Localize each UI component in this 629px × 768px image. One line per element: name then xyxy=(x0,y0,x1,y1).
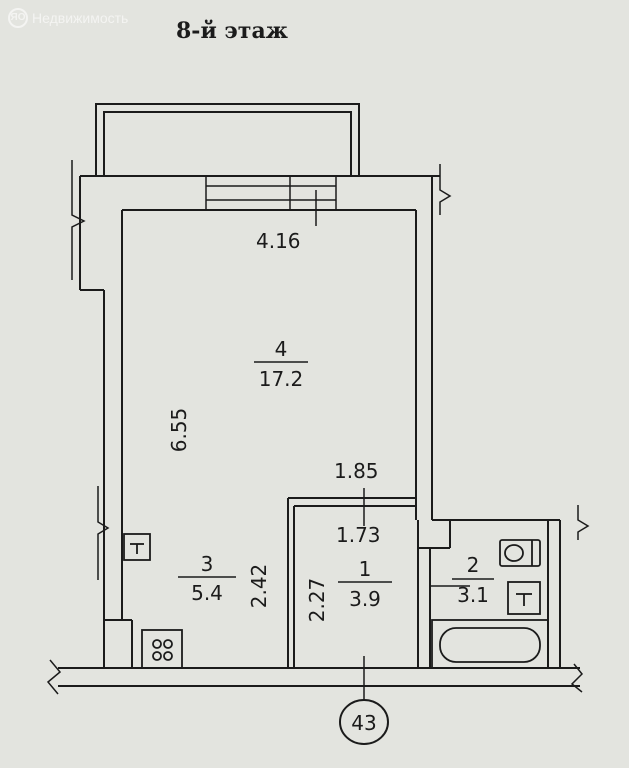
break-marks xyxy=(46,160,590,695)
stove-icon xyxy=(141,629,183,669)
bathtub-icon xyxy=(431,619,549,669)
room-3-number: 3 xyxy=(201,552,214,576)
room-1-number: 1 xyxy=(359,557,372,581)
watermark-text: Недвижимость xyxy=(32,10,129,26)
dim-corridor-width: 1.85 xyxy=(334,459,379,483)
room-2-number: 2 xyxy=(467,553,480,577)
dim-room-width: 4.16 xyxy=(256,229,301,253)
room-1-area: 3.9 xyxy=(349,587,381,611)
partitions xyxy=(287,497,451,668)
room-2-area: 3.1 xyxy=(457,583,489,607)
room-4-number: 4 xyxy=(275,337,288,361)
watermark-logo: ЯО xyxy=(8,8,28,28)
fraction-bars xyxy=(178,361,494,580)
window xyxy=(205,176,337,210)
room-4-area: 17.2 xyxy=(259,367,304,391)
sink-icon xyxy=(123,533,151,561)
axis-bubble xyxy=(339,699,389,745)
watermark: ЯО Недвижимость xyxy=(8,8,128,28)
outer-walls xyxy=(58,175,580,687)
dim-room-length: 6.55 xyxy=(167,408,191,453)
toilet-icon xyxy=(499,539,541,567)
dimension-lines xyxy=(315,190,470,700)
axis-label: 43 xyxy=(351,711,376,735)
floor-title: 8-й этаж xyxy=(176,18,288,44)
dim-hall-width: 1.73 xyxy=(336,523,381,547)
room-3-area: 5.4 xyxy=(191,581,223,605)
balcony xyxy=(95,103,360,176)
dim-hall-length: 2.27 xyxy=(305,578,329,623)
bathroom-sink-icon xyxy=(507,581,541,615)
dim-kitchen-length: 2.42 xyxy=(247,564,271,609)
